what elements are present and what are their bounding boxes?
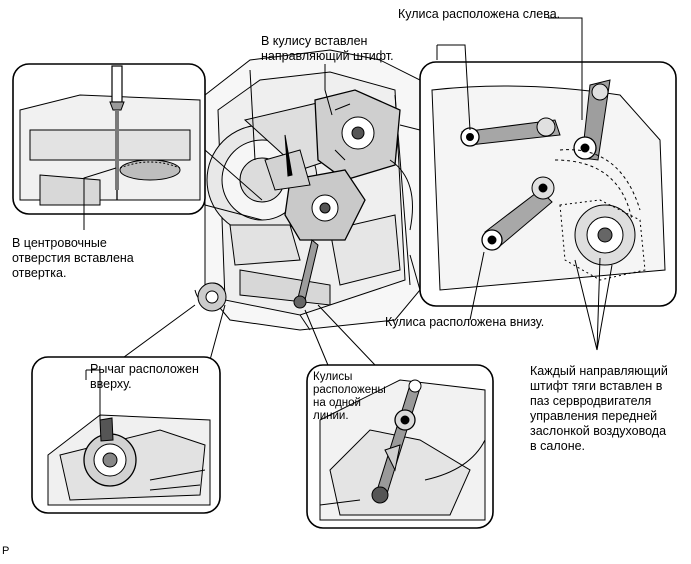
detail-panel-screwdriver	[12, 63, 206, 230]
each-pin-note: Каждый направляющий штифт тяги вставлен …	[530, 364, 668, 453]
link-left-note: Кулиса расположена слева.	[398, 7, 561, 21]
links-in-line-note: Кулисы расположены на одной линии.	[313, 371, 386, 422]
connector-right	[399, 124, 421, 291]
pin-inserted-note: В кулису вставлен направляющий штифт.	[261, 34, 394, 63]
connector-links-line	[304, 304, 376, 371]
connector-lever	[119, 304, 226, 361]
screwdriver-note: В центровочные отверстия вставлена отвер…	[12, 236, 134, 280]
page-marker: P	[2, 545, 10, 557]
link-bottom-note: Кулиса расположена внизу.	[385, 315, 545, 329]
detail-panel-lever	[31, 356, 221, 514]
leader-top	[324, 64, 333, 116]
connector-left	[204, 149, 263, 221]
lever-up-note: Рычаг расположен вверху.	[90, 362, 199, 391]
detail-panel-links	[419, 17, 677, 351]
detail-panel-links-line	[306, 364, 494, 529]
main-assembly	[194, 49, 421, 331]
main-lever-detail	[197, 282, 227, 312]
